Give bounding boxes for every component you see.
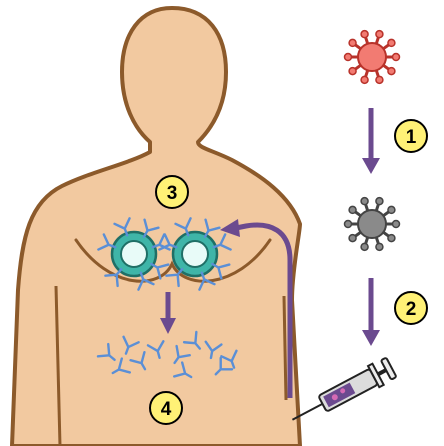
svg-text:2: 2 [406,299,417,320]
svg-text:1: 1 [406,127,417,148]
step-label-3: 3 [156,176,188,208]
syringe-icon [287,357,397,431]
svg-text:3: 3 [167,183,178,204]
step-label-2: 2 [395,292,427,324]
step-label-1: 1 [395,120,427,152]
arrow-step-2 [362,278,380,346]
svg-text:4: 4 [161,399,172,420]
inactivated-virus-icon [345,198,400,251]
step-label-4: 4 [150,392,182,424]
arm-line-right [284,296,286,400]
arrow-step-1 [362,108,380,174]
virus-icon [345,31,400,84]
